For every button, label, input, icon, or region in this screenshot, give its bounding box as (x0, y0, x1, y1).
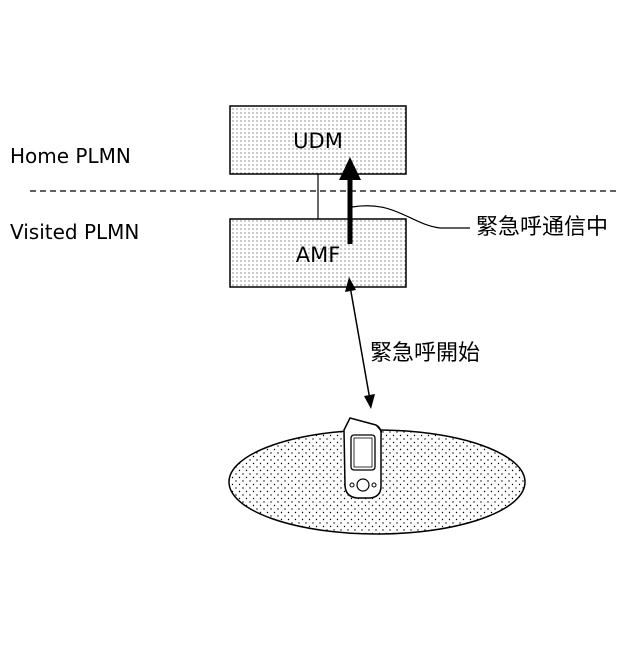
emergency-start-arrow-line (350, 286, 370, 400)
emergency-start-arrowhead-bottom (364, 394, 375, 409)
emergency-call-in-progress-label: 緊急呼通信中 (476, 215, 608, 240)
mobile-phone-icon (344, 418, 382, 498)
emergency-call-start-label: 緊急呼開始 (370, 341, 480, 366)
udm-label: UDM (293, 129, 343, 153)
visited-plmn-label: Visited PLMN (10, 220, 139, 244)
amf-label: AMF (296, 243, 341, 267)
home-plmn-label: Home PLMN (10, 144, 131, 168)
